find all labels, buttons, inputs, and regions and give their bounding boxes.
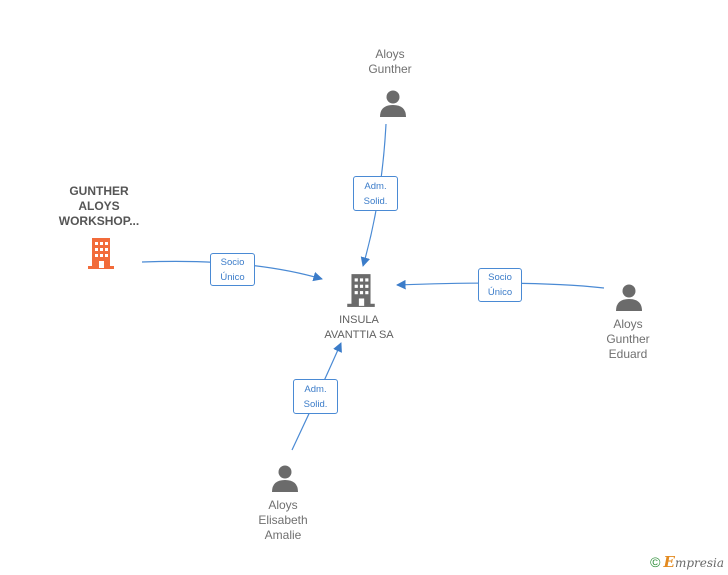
person-icon <box>616 284 642 311</box>
empresia-logo: ©Empresia <box>650 553 724 571</box>
brand-initial: E <box>663 553 675 571</box>
building-icon <box>347 274 375 307</box>
person-node-bottom[interactable]: Aloys Elisabeth Amalie <box>233 498 333 543</box>
company-node-center[interactable]: INSULA AVANTTIA SA <box>304 313 414 343</box>
brand-name: mpresia <box>674 556 724 570</box>
edge-label-bottom[interactable]: Adm. Solid. <box>293 379 338 414</box>
copyright-symbol: © <box>650 554 661 570</box>
person-icon <box>272 465 298 492</box>
edge-label-top[interactable]: Adm. Solid. <box>353 176 398 211</box>
person-node-top[interactable]: Aloys Gunther <box>340 47 440 77</box>
company-node-left[interactable]: GUNTHER ALOYS WORKSHOP... <box>44 184 154 229</box>
edge-label-right[interactable]: Socio Único <box>478 268 522 302</box>
person-node-right[interactable]: Aloys Gunther Eduard <box>578 317 678 362</box>
edge-label-left[interactable]: Socio Único <box>210 253 255 286</box>
person-name: Aloys Gunther <box>368 47 412 76</box>
person-name: Aloys Gunther Eduard <box>606 317 650 361</box>
building-icon <box>88 238 114 269</box>
person-name: Aloys Elisabeth Amalie <box>258 498 308 542</box>
company-name: GUNTHER ALOYS WORKSHOP... <box>58 184 140 228</box>
person-icon <box>380 90 406 117</box>
company-name: INSULA AVANTTIA SA <box>324 314 394 341</box>
